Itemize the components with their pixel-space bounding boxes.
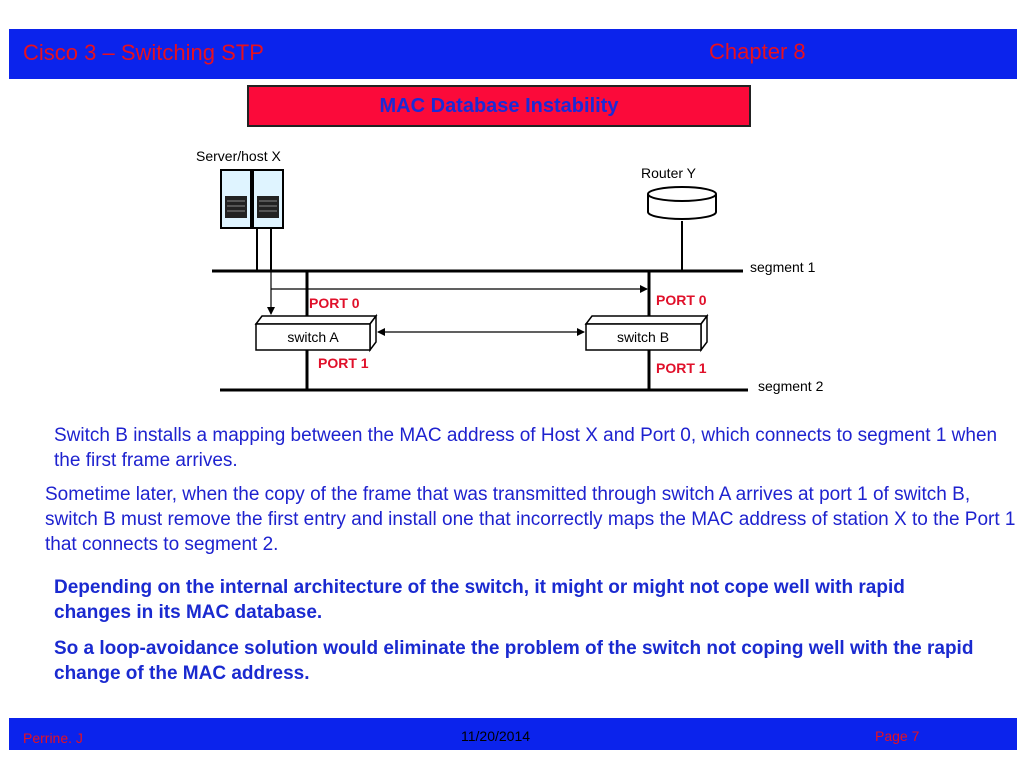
- course-title: Cisco 3 – Switching STP: [23, 40, 264, 65]
- explanation-paragraph-2: Sometime later, when the copy of the fra…: [45, 484, 1016, 555]
- server-label: Server/host X: [196, 148, 281, 164]
- slide-title: MAC Database Instability: [247, 85, 751, 127]
- switch-b-port1-label: PORT 1: [656, 360, 707, 376]
- chapter-title: Chapter 8: [709, 39, 806, 64]
- server-icon: [220, 169, 284, 229]
- router-icon: [647, 186, 717, 220]
- footer-bar: Perrine. J 11/20/2014 Page 7: [9, 718, 1017, 750]
- switch-b-icon: [584, 313, 709, 353]
- switch-b-port0-label: PORT 0: [656, 292, 707, 308]
- footer-date: 11/20/2014: [461, 728, 531, 744]
- explanation-paragraph-1: Switch B installs a mapping between the …: [54, 425, 998, 471]
- router-label: Router Y: [641, 165, 697, 181]
- network-diagram: Server/host X Router Y segment 1 segment…: [196, 148, 824, 394]
- footer-page-number: Page 7: [875, 728, 920, 744]
- switch-a-icon: [254, 313, 378, 353]
- footer-author: Perrine. J: [23, 730, 83, 746]
- header-bar: Cisco 3 – Switching STP Chapter 8: [9, 29, 1017, 79]
- explanation-paragraph-3: Depending on the internal architecture o…: [54, 577, 905, 623]
- segment-2-label: segment 2: [758, 378, 824, 394]
- switch-a-port1-label: PORT 1: [318, 355, 369, 371]
- switch-b-label: switch B: [617, 329, 669, 345]
- switch-a-label: switch A: [287, 329, 339, 345]
- segment-1-label: segment 1: [750, 259, 816, 275]
- explanation-paragraph-4: So a loop-avoidance solution would elimi…: [54, 638, 974, 684]
- switch-a-port0-label: PORT 0: [309, 295, 360, 311]
